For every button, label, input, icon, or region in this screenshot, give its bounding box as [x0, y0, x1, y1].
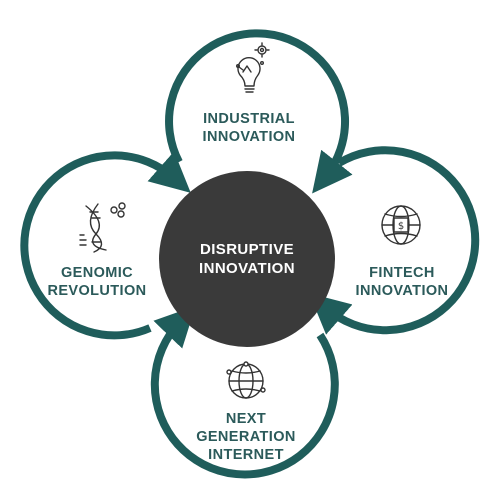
- node-label-line3: INTERNET: [208, 447, 284, 463]
- node-label-line2: INNOVATION: [355, 283, 449, 299]
- node-label-industrial-innovation: INDUSTRIAL INNOVATION: [174, 110, 324, 146]
- center-circle: [159, 171, 335, 347]
- node-label-fintech-innovation: FINTECH INNOVATION: [342, 264, 462, 300]
- network-globe-icon: [226, 361, 266, 399]
- dna-icon: [79, 202, 126, 253]
- node-label-line1: FINTECH: [369, 265, 435, 281]
- center-label-line1: DISRUPTIVE: [199, 241, 294, 258]
- node-label-next-generation-internet: NEXT GENERATION INTERNET: [176, 410, 316, 464]
- node-label-line1: GENOMIC: [60, 265, 134, 281]
- node-label-line2: GENERATION: [196, 429, 296, 445]
- node-label-genomic-revolution: GENOMIC REVOLUTION: [37, 264, 157, 300]
- top-ring-arrow: [165, 29, 353, 194]
- bottom-ring-arrow: [150, 305, 339, 479]
- node-label-line2: INNOVATION: [202, 129, 296, 145]
- svg-text:$: $: [398, 221, 404, 232]
- center-label: DISRUPTIVE INNOVATION: [167, 240, 327, 278]
- globe-dollar-icon: $: [381, 205, 421, 245]
- node-label-line1: NEXT: [225, 411, 267, 427]
- node-label-line2: REVOLUTION: [47, 283, 147, 299]
- lightbulb-gear-icon: [235, 42, 270, 93]
- center-label-line2: INNOVATION: [199, 260, 295, 277]
- left-ring-arrow: [20, 151, 191, 340]
- right-ring-arrow: [309, 146, 480, 335]
- node-label-line1: INDUSTRIAL: [203, 111, 295, 127]
